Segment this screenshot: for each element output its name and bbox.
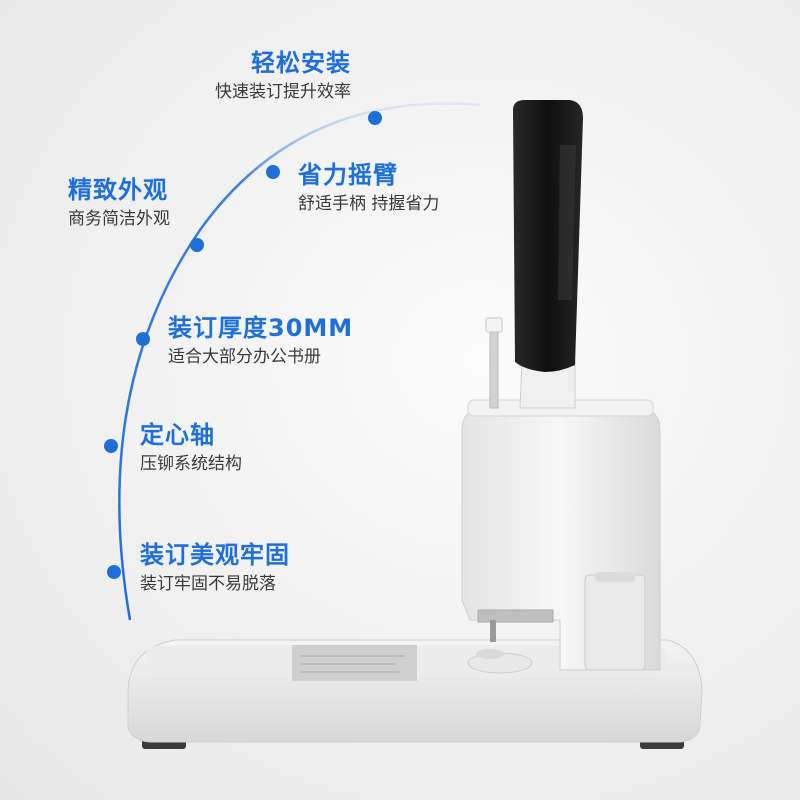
feature-center-axis: 定心轴 压铆系统结构 bbox=[140, 420, 242, 476]
feature-appearance: 精致外观 商务简洁外观 bbox=[68, 175, 170, 231]
feature-title: 省力摇臂 bbox=[298, 161, 398, 189]
feature-dot bbox=[368, 111, 382, 125]
feature-subtitle: 适合大部分办公书册 bbox=[168, 347, 321, 367]
feature-title: 装订美观牢固 bbox=[140, 541, 290, 569]
feature-dot bbox=[190, 238, 204, 252]
feature-title: 定心轴 bbox=[140, 421, 215, 449]
feature-dot bbox=[104, 439, 118, 453]
feature-dot bbox=[107, 565, 121, 579]
arc-line bbox=[118, 102, 481, 621]
feature-subtitle: 压铆系统结构 bbox=[140, 454, 242, 474]
feature-dot bbox=[136, 332, 150, 346]
center-rod bbox=[489, 327, 499, 409]
punch-head bbox=[477, 609, 554, 623]
feature-thickness: 装订厚度30MM 适合大部分办公书册 bbox=[168, 313, 353, 369]
feature-subtitle: 舒适手柄 持握省力 bbox=[298, 194, 440, 214]
feature-title: 装订厚度30MM bbox=[168, 314, 354, 342]
feature-dot bbox=[266, 165, 280, 179]
feature-subtitle: 商务简洁外观 bbox=[68, 209, 170, 229]
feature-firm-binding: 装订美观牢固 装订牢固不易脱落 bbox=[140, 540, 290, 596]
feature-subtitle: 快速装订提升效率 bbox=[215, 82, 351, 102]
feature-subtitle: 装订牢固不易脱落 bbox=[140, 574, 276, 594]
feature-lever-arm: 省力摇臂 舒适手柄 持握省力 bbox=[298, 160, 439, 216]
side-panel bbox=[584, 574, 646, 671]
feature-title: 精致外观 bbox=[68, 176, 168, 204]
feature-easy-install: 轻松安装 快速装订提升效率 bbox=[215, 48, 351, 104]
feature-title: 轻松安装 bbox=[251, 49, 351, 77]
